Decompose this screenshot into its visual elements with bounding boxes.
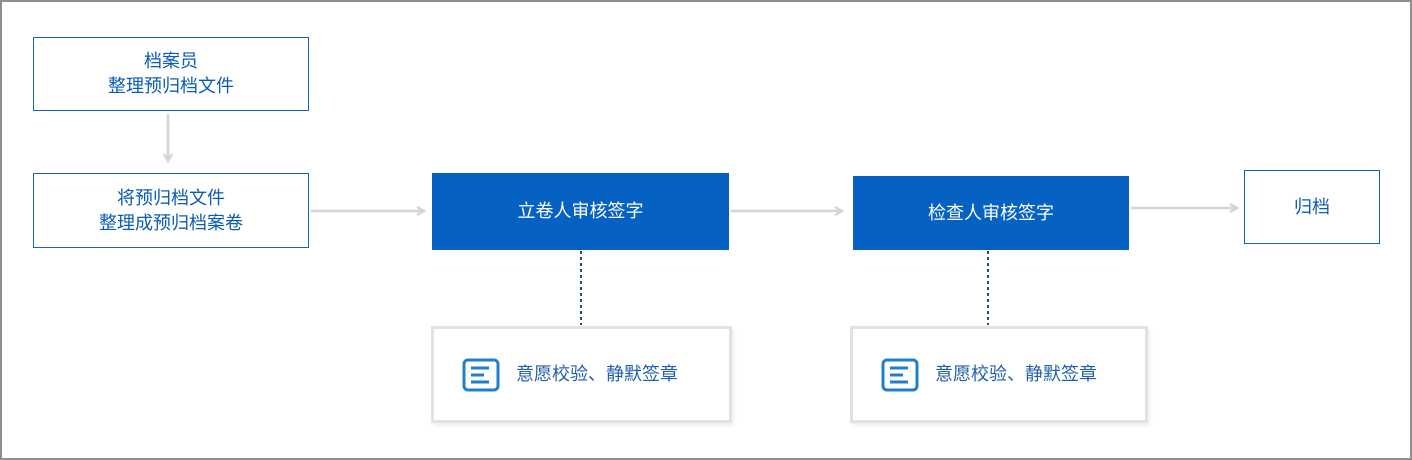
node-archivist: 档案员 整理预归档文件 <box>33 37 309 111</box>
note-inspector-label: 意愿校验、静默签章 <box>935 364 1097 385</box>
document-list-icon <box>462 358 500 391</box>
node-organize-line1: 将预归档文件 <box>117 187 225 209</box>
note-filer-label: 意愿校验、静默签章 <box>516 364 678 385</box>
node-archivist-line2: 整理预归档文件 <box>108 76 234 97</box>
node-filer-review: 立卷人审核签字 <box>432 173 729 250</box>
node-inspector-review-label: 检查人审核签字 <box>928 202 1054 224</box>
node-filer-review-label: 立卷人审核签字 <box>517 201 644 222</box>
node-inspector-review: 检查人审核签字 <box>853 176 1129 250</box>
node-archivist-line1: 档案员 <box>144 51 198 72</box>
note-inspector-signature: 意愿校验、静默签章 <box>850 326 1148 423</box>
node-archive: 归档 <box>1244 170 1380 244</box>
node-organize-line2: 整理成预归档案卷 <box>99 212 243 234</box>
node-archive-label: 归档 <box>1294 196 1330 218</box>
note-filer-signature: 意愿校验、静默签章 <box>431 326 732 423</box>
node-organize: 将预归档文件 整理成预归档案卷 <box>33 173 309 248</box>
document-list-icon <box>881 358 919 391</box>
